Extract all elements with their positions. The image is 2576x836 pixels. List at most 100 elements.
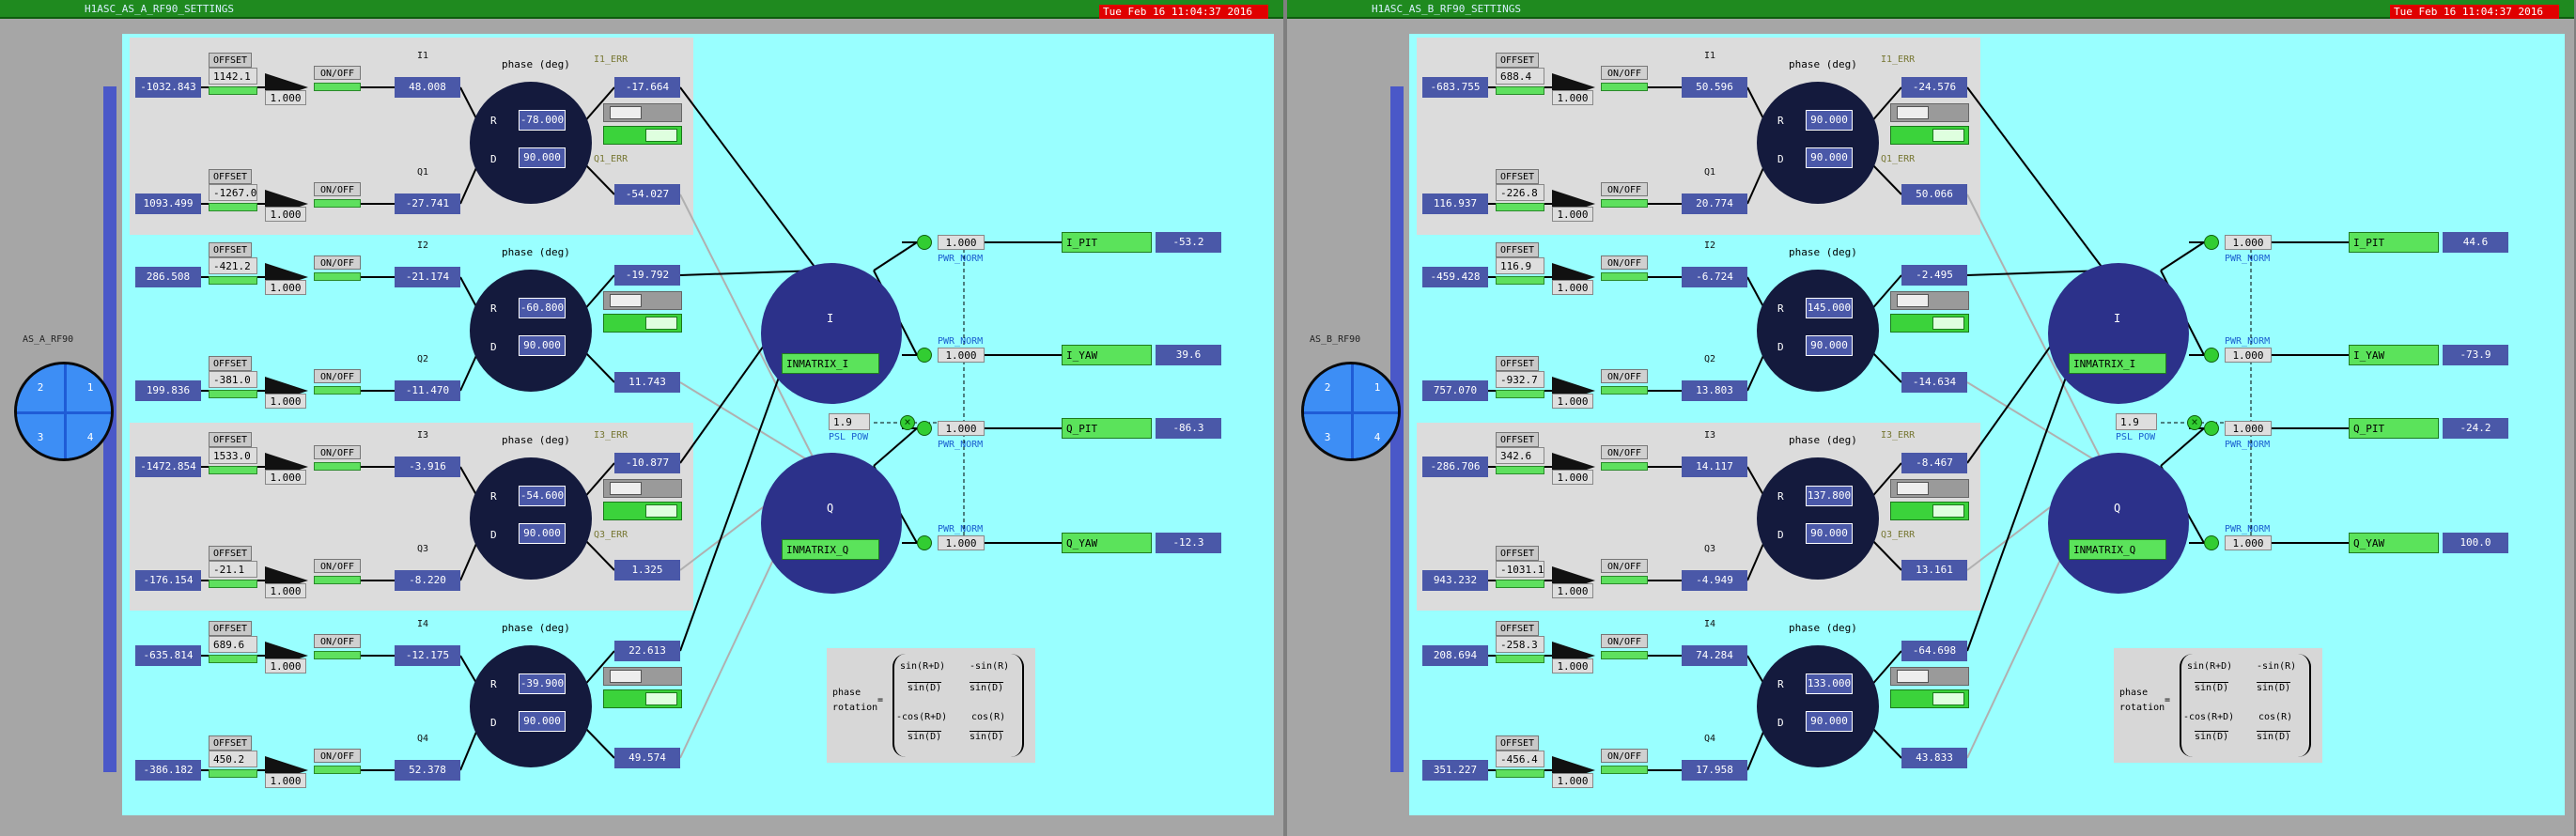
norm-gain-input[interactable]: 1.000 <box>938 535 985 550</box>
offset-button[interactable]: OFFSET <box>1496 546 1539 561</box>
phase-toggle[interactable] <box>1890 126 1969 145</box>
offset-input[interactable]: -1031.1 <box>1496 561 1544 578</box>
offset-button[interactable]: OFFSET <box>209 356 252 371</box>
slider-knob[interactable] <box>1897 106 1929 119</box>
gain-input[interactable]: 1.000 <box>1552 207 1593 222</box>
norm-gain-input[interactable]: 1.000 <box>2225 235 2272 250</box>
offset-button[interactable]: OFFSET <box>209 242 252 257</box>
phase-toggle[interactable] <box>603 502 682 520</box>
offset-input[interactable]: -258.3 <box>1496 636 1544 653</box>
onoff-enable-bar[interactable] <box>314 651 361 659</box>
inmatrix-q-button[interactable]: INMATRIX_Q <box>2069 539 2166 560</box>
norm-gain-input[interactable]: 1.000 <box>938 348 985 363</box>
output-button[interactable]: Q_YAW <box>2349 533 2439 553</box>
offset-button[interactable]: OFFSET <box>209 621 252 636</box>
r-phase-input[interactable]: 133.000 <box>1806 673 1853 694</box>
offset-enable-bar[interactable] <box>209 86 257 95</box>
offset-input[interactable]: -456.4 <box>1496 751 1544 767</box>
offset-button[interactable]: OFFSET <box>209 735 252 751</box>
phase-toggle[interactable] <box>603 689 682 708</box>
onoff-enable-bar[interactable] <box>314 83 361 91</box>
offset-enable-bar[interactable] <box>1496 390 1544 398</box>
d-phase-input[interactable]: 90.000 <box>519 147 566 168</box>
output-button[interactable]: I_YAW <box>2349 345 2439 365</box>
psl-pow-input[interactable]: 1.9 <box>829 413 870 430</box>
r-phase-input[interactable]: -78.000 <box>519 110 566 131</box>
offset-button[interactable]: OFFSET <box>1496 432 1539 447</box>
offset-enable-bar[interactable] <box>1496 203 1544 211</box>
onoff-enable-bar[interactable] <box>1601 766 1648 774</box>
slider-knob[interactable] <box>610 670 642 683</box>
offset-input[interactable]: 450.2 <box>209 751 257 767</box>
offset-button[interactable]: OFFSET <box>209 546 252 561</box>
norm-gain-input[interactable]: 1.000 <box>938 421 985 436</box>
onoff-button[interactable]: ON/OFF <box>1601 749 1648 763</box>
gain-input[interactable]: 1.000 <box>1552 90 1593 105</box>
gain-input[interactable]: 1.000 <box>265 394 306 409</box>
norm-gain-input[interactable]: 1.000 <box>2225 421 2272 436</box>
onoff-enable-bar[interactable] <box>1601 272 1648 281</box>
onoff-button[interactable]: ON/OFF <box>1601 559 1648 573</box>
offset-button[interactable]: OFFSET <box>1496 242 1539 257</box>
r-phase-input[interactable]: -39.900 <box>519 673 566 694</box>
gain-input[interactable]: 1.000 <box>1552 394 1593 409</box>
onoff-button[interactable]: ON/OFF <box>1601 66 1648 80</box>
inmatrix-q-button[interactable]: INMATRIX_Q <box>782 539 879 560</box>
offset-enable-bar[interactable] <box>1496 769 1544 778</box>
offset-enable-bar[interactable] <box>1496 655 1544 663</box>
offset-input[interactable]: 689.6 <box>209 636 257 653</box>
offset-input[interactable]: 342.6 <box>1496 447 1544 464</box>
toggle-knob[interactable] <box>1932 504 1964 518</box>
offset-button[interactable]: OFFSET <box>1496 169 1539 184</box>
output-button[interactable]: Q_PIT <box>2349 418 2439 439</box>
onoff-button[interactable]: ON/OFF <box>1601 255 1648 270</box>
offset-enable-bar[interactable] <box>209 769 257 778</box>
phase-slider[interactable] <box>603 103 682 122</box>
offset-input[interactable]: 688.4 <box>1496 68 1544 85</box>
d-phase-input[interactable]: 90.000 <box>1806 523 1853 544</box>
inmatrix-i-button[interactable]: INMATRIX_I <box>2069 353 2166 374</box>
d-phase-input[interactable]: 90.000 <box>1806 711 1853 732</box>
offset-enable-bar[interactable] <box>1496 466 1544 474</box>
offset-input[interactable]: -226.8 <box>1496 184 1544 201</box>
gain-input[interactable]: 1.000 <box>265 773 306 788</box>
phase-toggle[interactable] <box>1890 689 1969 708</box>
onoff-enable-bar[interactable] <box>314 386 361 395</box>
onoff-button[interactable]: ON/OFF <box>314 559 361 573</box>
gain-input[interactable]: 1.000 <box>265 90 306 105</box>
offset-button[interactable]: OFFSET <box>209 432 252 447</box>
phase-toggle[interactable] <box>1890 502 1969 520</box>
r-phase-input[interactable]: -54.600 <box>519 486 566 506</box>
r-phase-input[interactable]: 137.800 <box>1806 486 1853 506</box>
onoff-enable-bar[interactable] <box>314 199 361 208</box>
offset-button[interactable]: OFFSET <box>209 169 252 184</box>
onoff-enable-bar[interactable] <box>1601 83 1648 91</box>
onoff-button[interactable]: ON/OFF <box>314 66 361 80</box>
gain-input[interactable]: 1.000 <box>1552 658 1593 673</box>
offset-enable-bar[interactable] <box>209 466 257 474</box>
onoff-button[interactable]: ON/OFF <box>314 182 361 196</box>
onoff-enable-bar[interactable] <box>314 462 361 471</box>
gain-input[interactable]: 1.000 <box>265 658 306 673</box>
onoff-enable-bar[interactable] <box>1601 386 1648 395</box>
output-button[interactable]: I_PIT <box>1062 232 1152 253</box>
onoff-button[interactable]: ON/OFF <box>1601 182 1648 196</box>
offset-input[interactable]: -381.0 <box>209 371 257 388</box>
offset-enable-bar[interactable] <box>209 580 257 588</box>
offset-input[interactable]: 1142.1 <box>209 68 257 85</box>
onoff-enable-bar[interactable] <box>314 766 361 774</box>
toggle-knob[interactable] <box>645 692 677 705</box>
toggle-knob[interactable] <box>645 504 677 518</box>
phase-slider[interactable] <box>603 479 682 498</box>
offset-input[interactable]: -421.2 <box>209 257 257 274</box>
gain-input[interactable]: 1.000 <box>1552 280 1593 295</box>
onoff-button[interactable]: ON/OFF <box>314 255 361 270</box>
phase-slider[interactable] <box>603 291 682 310</box>
d-phase-input[interactable]: 90.000 <box>519 523 566 544</box>
onoff-enable-bar[interactable] <box>314 272 361 281</box>
onoff-button[interactable]: ON/OFF <box>314 634 361 648</box>
onoff-enable-bar[interactable] <box>1601 576 1648 584</box>
slider-knob[interactable] <box>610 294 642 307</box>
